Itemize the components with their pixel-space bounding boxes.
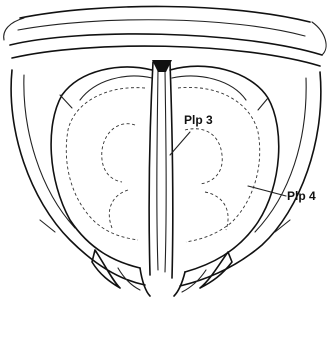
central-ridge (149, 60, 173, 278)
top-band (4, 6, 326, 66)
right-lobe (170, 66, 279, 272)
side-ticks (40, 95, 290, 232)
label-plp3: Plp 3 (184, 113, 213, 127)
label-plp4: Plp 4 (287, 189, 316, 203)
label-leaders (170, 132, 286, 196)
left-lobe (51, 67, 152, 268)
